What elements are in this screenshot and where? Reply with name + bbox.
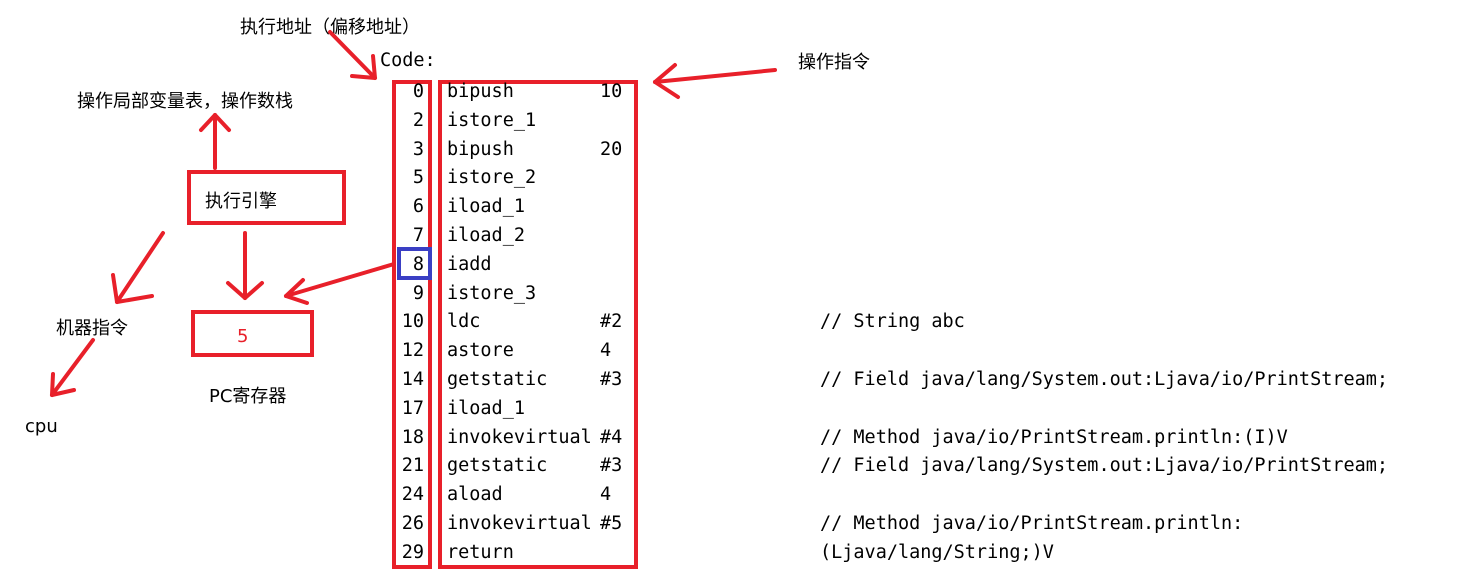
bytecode-argument: 20 — [600, 138, 623, 160]
bytecode-row: 17 iload_1 — [0, 394, 1466, 423]
bytecode-offset: 18 — [401, 426, 424, 448]
bytecode-offset: 0 — [412, 81, 424, 102]
machine-instruction-label: 机器指令 — [56, 318, 128, 339]
highlighted-offset-box — [397, 247, 432, 280]
offset-column-frame — [392, 80, 432, 569]
bytecode-opcode: return — [447, 541, 514, 563]
pc-register-label: PC寄存器 — [209, 386, 287, 407]
bytecode-row: 8 iadd — [0, 250, 1466, 279]
bytecode-row: 9 istore_3 — [0, 279, 1466, 308]
arrow-machine-cpu — [50, 338, 95, 397]
bytecode-row: 2 istore_1 — [0, 106, 1466, 135]
bytecode-opcode: invokevirtual — [447, 426, 592, 448]
bytecode-opcode: iload_1 — [447, 397, 525, 419]
bytecode-argument: #2 — [600, 311, 623, 333]
bytecode-row: 18 invokevirtual #4 // Method java/io/Print… — [0, 423, 1466, 452]
bytecode-row: 3 bipush 20 — [0, 135, 1466, 164]
bytecode-row: 6 iload_1 — [0, 192, 1466, 221]
bytecode-offset: 2 — [412, 109, 424, 131]
bytecode-row: 10 ldc #2 // String abc — [0, 307, 1466, 336]
bytecode-offset: 10 — [401, 311, 424, 333]
execution-engine-box — [187, 170, 346, 225]
bytecode-row: 0 bipush 10 — [0, 77, 1466, 106]
bytecode-offset: 21 — [401, 455, 424, 477]
bytecode-row: 7 iload_2 — [0, 221, 1466, 250]
arrow-operation-instruction — [653, 63, 777, 99]
bytecode-row: 26 invokevirtual #5 // Method java/io/Print… — [0, 509, 1466, 563]
bytecode-offset: 26 — [401, 513, 424, 534]
bytecode-comment: // Field java/lang/System.out:Ljava/io/P… — [820, 369, 1389, 390]
bytecode-opcode: istore_3 — [447, 282, 537, 304]
bytecode-offset: 14 — [401, 369, 424, 390]
arrow-offset-pc — [284, 262, 396, 305]
bytecode-argument: 4 — [600, 484, 612, 506]
bytecode-row: 24 aload 4 — [0, 480, 1466, 509]
bytecode-argument: #5 — [600, 513, 623, 534]
bytecode-opcode: istore_2 — [447, 167, 537, 189]
bytecode-offset: 29 — [401, 541, 424, 563]
bytecode-offset: 7 — [412, 225, 424, 246]
bytecode-opcode: iadd — [447, 253, 492, 275]
local-vars-stack-label: 操作局部变量表，操作数栈 — [77, 91, 293, 112]
bytecode-argument: #3 — [600, 369, 623, 390]
bytecode-opcode: bipush — [447, 81, 514, 102]
bytecode-row: 21 getstatic #3 // Field java/lang/System.o… — [0, 451, 1466, 480]
bytecode-offset: 24 — [401, 484, 424, 506]
bytecode-argument: #4 — [600, 426, 623, 448]
bytecode-opcode: aload — [447, 484, 503, 506]
instruction-column-frame — [438, 80, 638, 569]
bytecode-offset: 3 — [412, 138, 424, 160]
arrow-engine-pc — [226, 231, 264, 300]
arrow-engine-up — [199, 113, 231, 170]
bytecode-opcode: bipush — [447, 138, 514, 160]
bytecode-row: 29 return — [0, 538, 1466, 567]
bytecode-offset: 12 — [401, 340, 424, 362]
bytecode-argument: #3 — [600, 455, 623, 477]
bytecode-comment: // Field java/lang/System.out:Ljava/io/P… — [820, 455, 1389, 477]
bytecode-row: 14 getstatic #3 // Field java/lang/System.o… — [0, 365, 1466, 394]
bytecode-offset: 6 — [412, 196, 424, 218]
bytecode-comment: // Method java/io/PrintStream.println:(I… — [820, 426, 1288, 448]
bytecode-opcode: iload_1 — [447, 196, 525, 218]
code-header: Code: — [380, 50, 436, 71]
bytecode-offset: 5 — [412, 167, 424, 189]
exec-address-label: 执行地址（偏移地址） — [240, 17, 420, 38]
bytecode-argument: 10 — [600, 81, 623, 102]
bytecode-opcode: ldc — [447, 311, 481, 333]
execution-engine-label: 执行引擎 — [205, 191, 277, 212]
cpu-label: cpu — [25, 416, 58, 437]
bytecode-opcode: astore — [447, 340, 514, 362]
operation-instruction-label: 操作指令 — [798, 52, 870, 73]
bytecode-opcode: invokevirtual — [447, 513, 592, 534]
pc-register-box — [191, 310, 314, 357]
pc-register-value: 5 — [237, 326, 249, 347]
arrow-exec-address — [328, 30, 377, 80]
bytecode-offset: 9 — [412, 282, 424, 304]
bytecode-opcode: getstatic — [447, 455, 548, 477]
bytecode-row: 5 istore_2 — [0, 163, 1466, 192]
bytecode-opcode: iload_2 — [447, 225, 525, 246]
bytecode-opcode: getstatic — [447, 369, 548, 390]
bytecode-row: 12 astore 4 — [0, 336, 1466, 365]
bytecode-offset: 17 — [401, 397, 424, 419]
bytecode-offset: 8 — [412, 253, 424, 275]
bytecode-argument: 4 — [600, 340, 612, 362]
bytecode-opcode: istore_1 — [447, 109, 537, 131]
arrow-engine-machine — [111, 231, 165, 304]
bytecode-comment: // String abc — [820, 311, 965, 333]
bytecode-comment: // Method java/io/PrintStream.println:(L… — [820, 513, 1244, 563]
